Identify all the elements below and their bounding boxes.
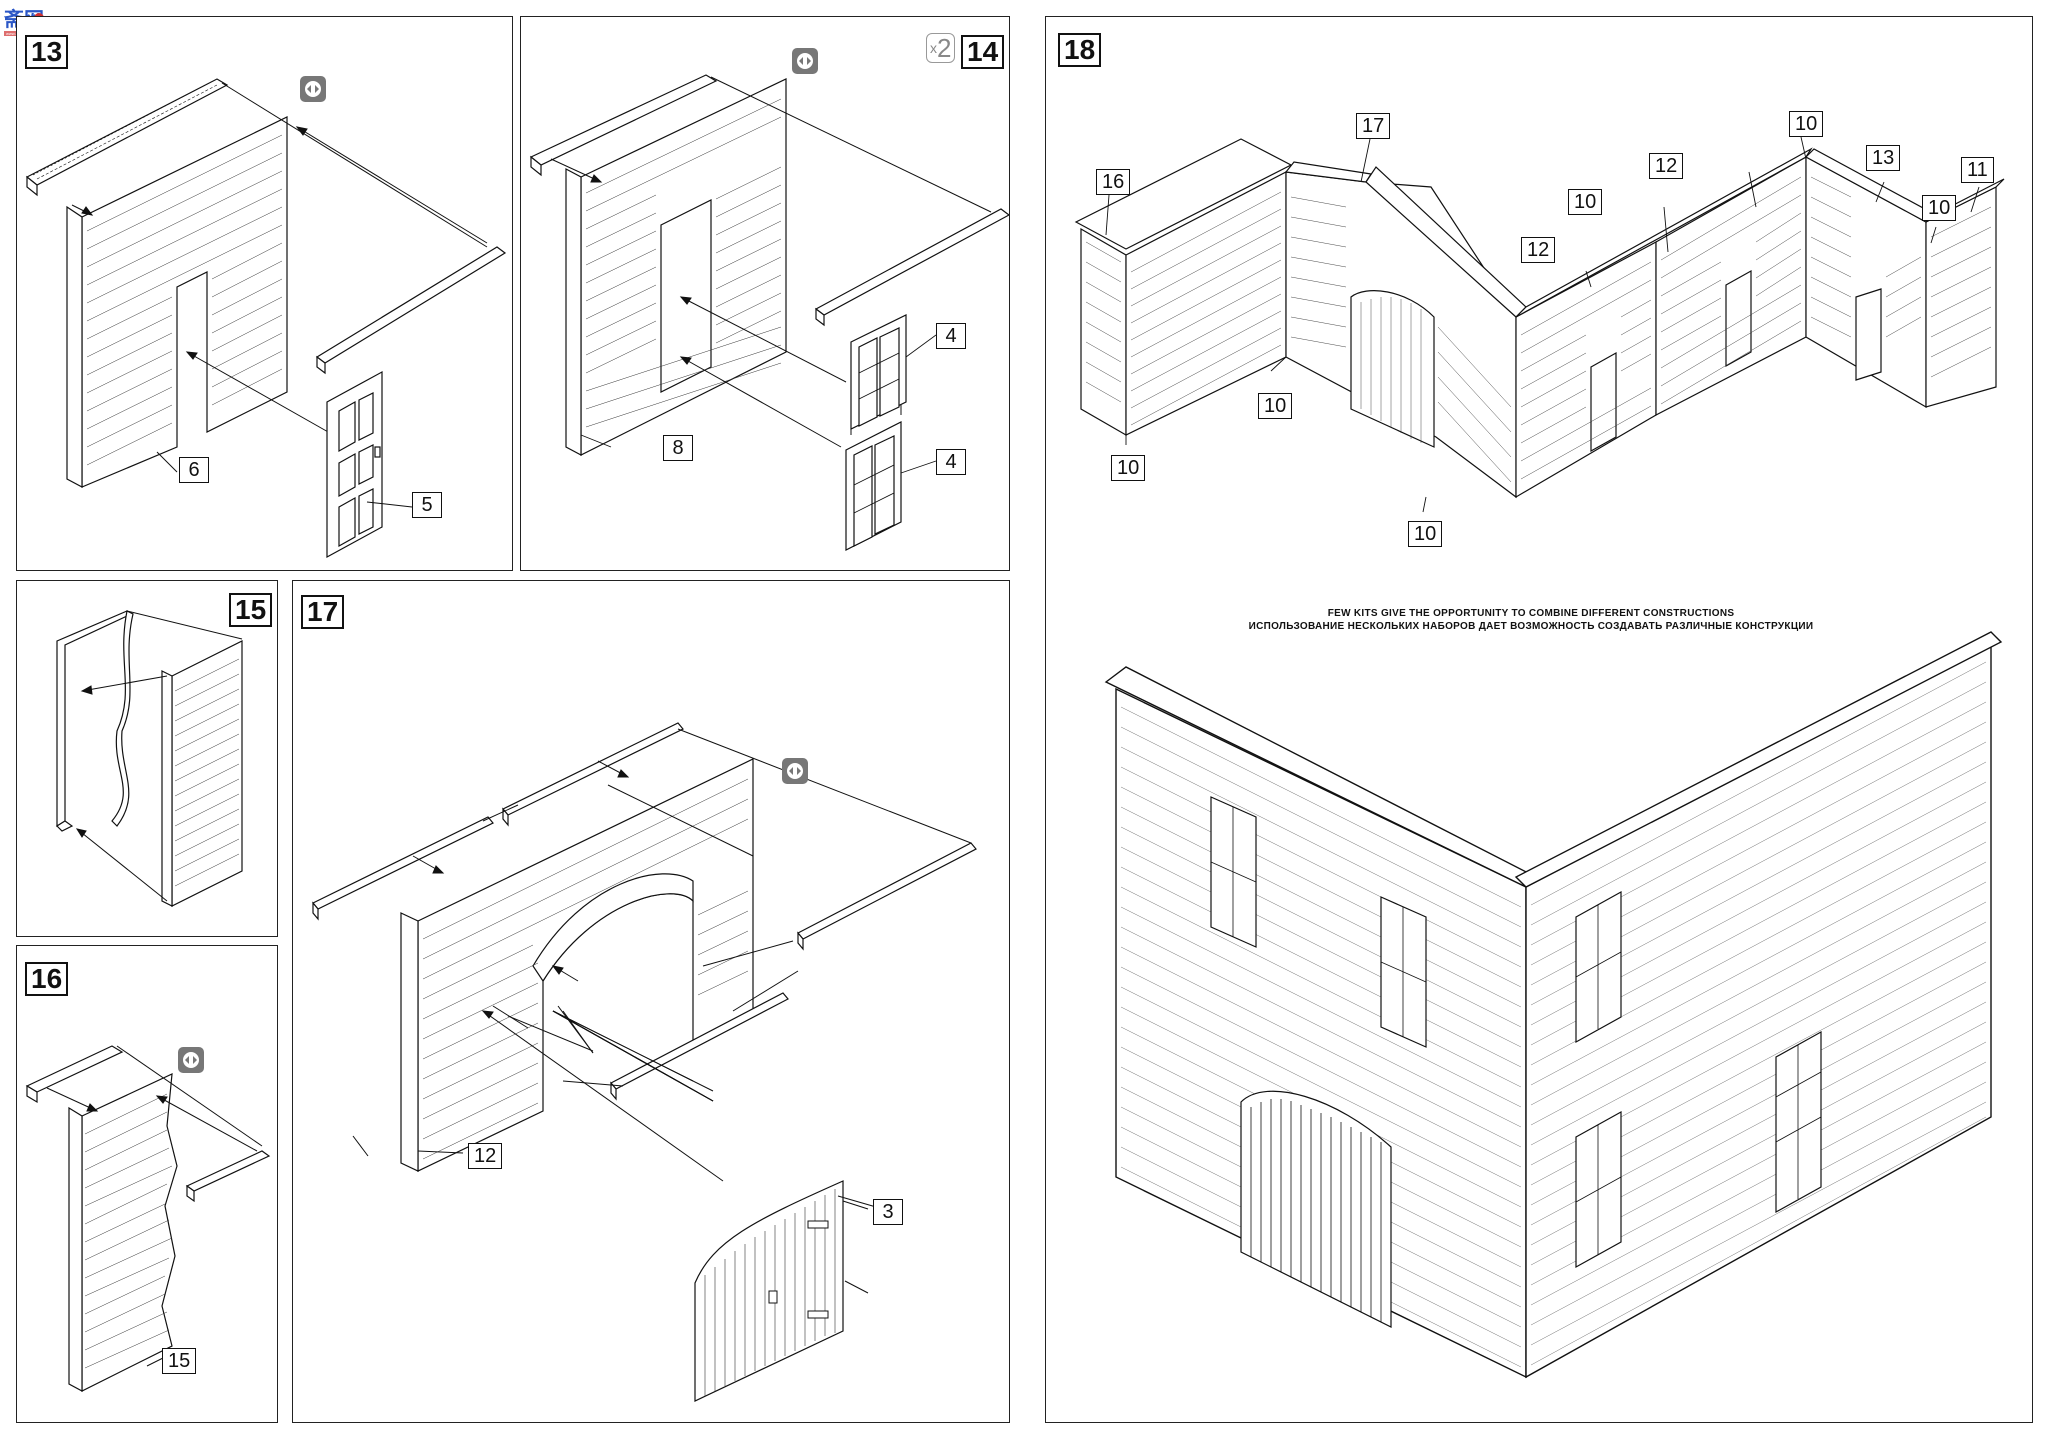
- glue-icon: [178, 1047, 204, 1073]
- callout-part-10-e: 10: [1111, 455, 1146, 481]
- step-17-number: 17: [301, 595, 345, 629]
- step-17-panel: 17: [292, 580, 1010, 1423]
- step-17-drawing: [312, 722, 977, 1402]
- callout-part-10-f: 10: [1408, 521, 1443, 547]
- glue-icon: [792, 48, 818, 74]
- callout-part-17: 17: [1356, 113, 1391, 139]
- step-15-number: 15: [229, 593, 273, 627]
- step-13-number: 13: [25, 35, 69, 69]
- step-14-number: 14: [961, 35, 1005, 69]
- multiplier-badge: x2: [926, 33, 956, 63]
- callout-part-10-d: 10: [1258, 393, 1293, 419]
- step-16-panel: 16 15: [16, 945, 278, 1423]
- callout-part-4a: 4: [936, 323, 966, 349]
- callout-part-16: 16: [1096, 169, 1131, 195]
- callout-part-4b: 4: [936, 449, 966, 475]
- step-18-drawing: [1074, 136, 2005, 1379]
- callout-part-10-b: 10: [1568, 189, 1603, 215]
- step-15-drawing: [56, 610, 243, 907]
- step-15-panel: 15: [16, 580, 278, 937]
- callout-part-13: 13: [1866, 145, 1901, 171]
- step-16-number: 16: [25, 962, 69, 996]
- glue-icon: [300, 76, 326, 102]
- step-13-drawing: [25, 78, 507, 559]
- callout-part-11: 11: [1961, 157, 1994, 183]
- callout-part-12: 12: [468, 1143, 503, 1169]
- combine-note-en: FEW KITS GIVE THE OPPORTUNITY TO COMBINE…: [1327, 608, 1735, 619]
- callout-part-8: 8: [663, 435, 693, 461]
- callout-part-10-a: 10: [1789, 111, 1824, 137]
- step-13-panel: 13: [16, 16, 513, 571]
- callout-part-12-a: 12: [1649, 153, 1684, 179]
- step-16-drawing: [25, 1045, 271, 1393]
- callout-part-12-b: 12: [1521, 237, 1556, 263]
- step-14-drawing: [529, 74, 1009, 551]
- combine-note-ru: ИСПОЛЬЗОВАНИЕ НЕСКОЛЬКИХ НАБОРОВ ДАЕТ ВО…: [1248, 621, 1814, 632]
- glue-icon: [782, 758, 808, 784]
- callout-part-5: 5: [412, 492, 442, 518]
- step-18-panel: 18: [1045, 16, 2033, 1423]
- callout-part-10-c: 10: [1922, 195, 1957, 221]
- callout-part-3: 3: [873, 1199, 903, 1225]
- step-14-panel: x2 14: [520, 16, 1010, 571]
- callout-part-6: 6: [179, 457, 209, 483]
- callout-part-15: 15: [162, 1348, 197, 1374]
- step-18-number: 18: [1058, 33, 1102, 67]
